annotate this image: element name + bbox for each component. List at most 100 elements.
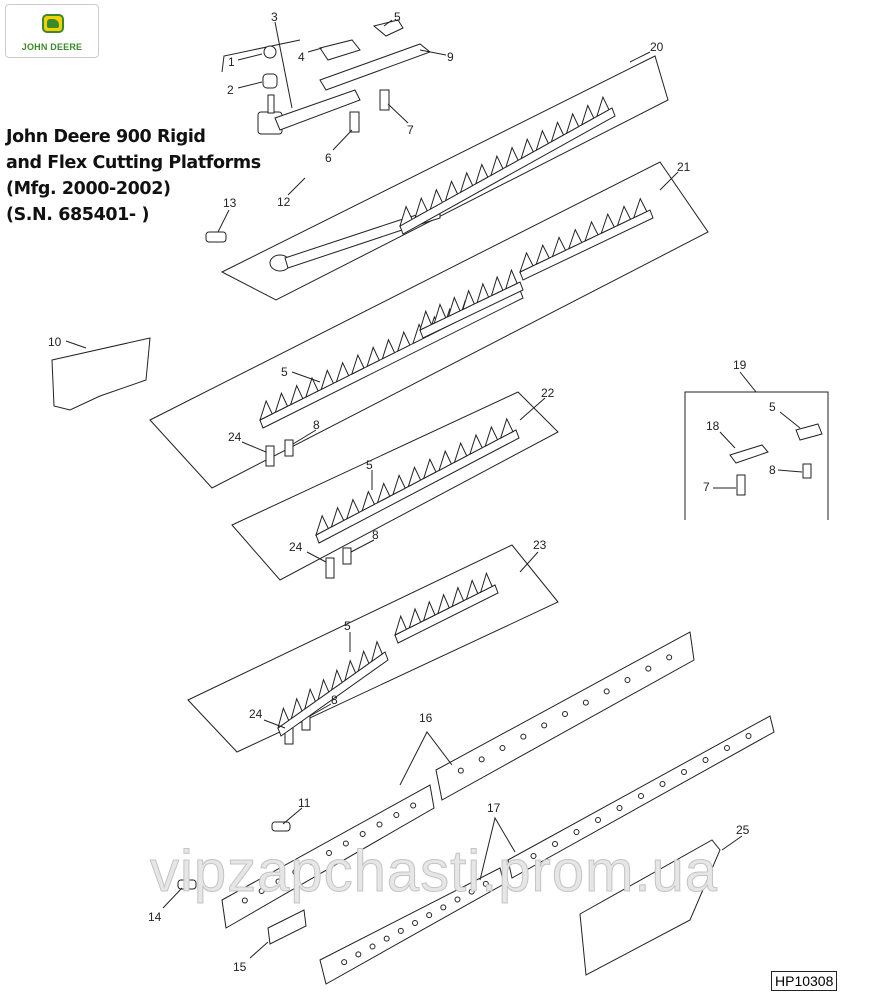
hole	[595, 817, 601, 823]
hole	[638, 793, 644, 799]
hole	[541, 722, 548, 729]
callout-7: 7	[407, 123, 414, 137]
callout-18: 18	[706, 419, 720, 433]
knife-section	[303, 687, 317, 711]
logo-text: JOHN DEERE	[21, 42, 83, 52]
hole	[326, 850, 332, 856]
hole	[624, 677, 631, 683]
knife-section	[392, 474, 406, 496]
knife-section	[366, 346, 380, 368]
bracket-1-3	[221, 39, 301, 73]
knife-section	[520, 137, 534, 160]
knife-section	[519, 251, 534, 273]
knife-section	[315, 514, 329, 537]
callout-16: 16	[419, 711, 433, 725]
pitman-arm	[257, 45, 361, 135]
hole	[393, 812, 400, 818]
callout-20: 20	[650, 40, 664, 54]
knife-section	[350, 353, 365, 376]
callout-1: 1	[228, 55, 235, 69]
callout-3: 3	[271, 10, 278, 24]
knife-back	[399, 107, 616, 235]
hole	[520, 733, 527, 740]
knife-section	[274, 391, 289, 414]
hole	[410, 802, 417, 809]
hole	[241, 897, 248, 904]
knife-section	[277, 706, 290, 730]
knife-section	[414, 196, 428, 219]
beam-holes	[241, 654, 752, 966]
bracket-19	[684, 391, 829, 520]
shield-25	[579, 839, 721, 976]
knife-section	[567, 228, 583, 250]
page-title: John Deere 900 Rigid and Flex Cutting Pl…	[6, 124, 261, 228]
knife-section	[396, 330, 411, 353]
knife-section	[616, 205, 632, 227]
callout-2: 2	[227, 83, 234, 97]
knife-section	[320, 368, 335, 391]
hole	[666, 654, 673, 661]
callout-8d: 8	[331, 693, 338, 707]
callout-5: 5	[394, 10, 401, 24]
hole	[292, 869, 299, 875]
callout-25: 25	[736, 823, 750, 837]
hole	[412, 920, 418, 926]
knife-section	[596, 95, 610, 118]
knife-section	[422, 600, 436, 622]
knife-section	[376, 482, 391, 504]
knife-section	[459, 171, 474, 194]
knife-section	[444, 179, 459, 202]
hole	[573, 829, 580, 835]
callout-24c: 24	[249, 707, 263, 721]
hole	[426, 912, 433, 919]
panel-21	[149, 161, 709, 489]
hole	[359, 831, 366, 837]
knife-section	[305, 376, 319, 399]
knife-section	[361, 490, 376, 512]
hole	[369, 943, 376, 950]
knife-section	[429, 188, 444, 211]
john-deere-logo: JOHN DEERE	[5, 4, 99, 58]
leader-lines	[65, 19, 803, 959]
leader-19	[739, 371, 757, 393]
hole	[702, 757, 709, 763]
knife-section	[433, 302, 447, 325]
callout-9: 9	[447, 50, 454, 64]
knife-section	[490, 154, 504, 177]
callout-5d: 5	[366, 458, 373, 472]
hole	[457, 767, 464, 774]
hole	[603, 688, 610, 695]
beam-16-lower	[221, 784, 435, 929]
callout-13: 13	[223, 196, 237, 210]
knife-section	[408, 607, 422, 629]
hole	[342, 840, 349, 847]
hole	[582, 699, 589, 706]
knife-section	[330, 506, 345, 528]
callout-8c: 8	[372, 528, 379, 542]
callout-8: 8	[769, 463, 776, 477]
knife-section	[394, 614, 408, 636]
callout-17: 17	[487, 801, 501, 815]
knife-section	[476, 282, 490, 304]
knife-section	[565, 112, 580, 135]
panel-20	[220, 55, 669, 301]
title-line: (S.N. 685401- )	[6, 205, 150, 225]
title-line: and Flex Cutting Platforms	[6, 153, 261, 173]
hole	[397, 927, 404, 934]
callout-15: 15	[233, 960, 247, 974]
hole	[341, 959, 348, 966]
knife-section	[259, 399, 273, 421]
knife-section	[580, 104, 595, 126]
knife-section	[462, 289, 475, 311]
hole	[440, 904, 447, 911]
hole	[745, 733, 752, 739]
knife-section	[490, 275, 504, 297]
panel-22	[231, 391, 559, 581]
knife-section	[419, 309, 433, 331]
hole	[681, 769, 687, 775]
callout-8b: 8	[313, 418, 320, 432]
deer-emblem-icon	[42, 14, 64, 33]
knife-section	[407, 465, 422, 488]
callout-5c: 5	[769, 400, 776, 414]
